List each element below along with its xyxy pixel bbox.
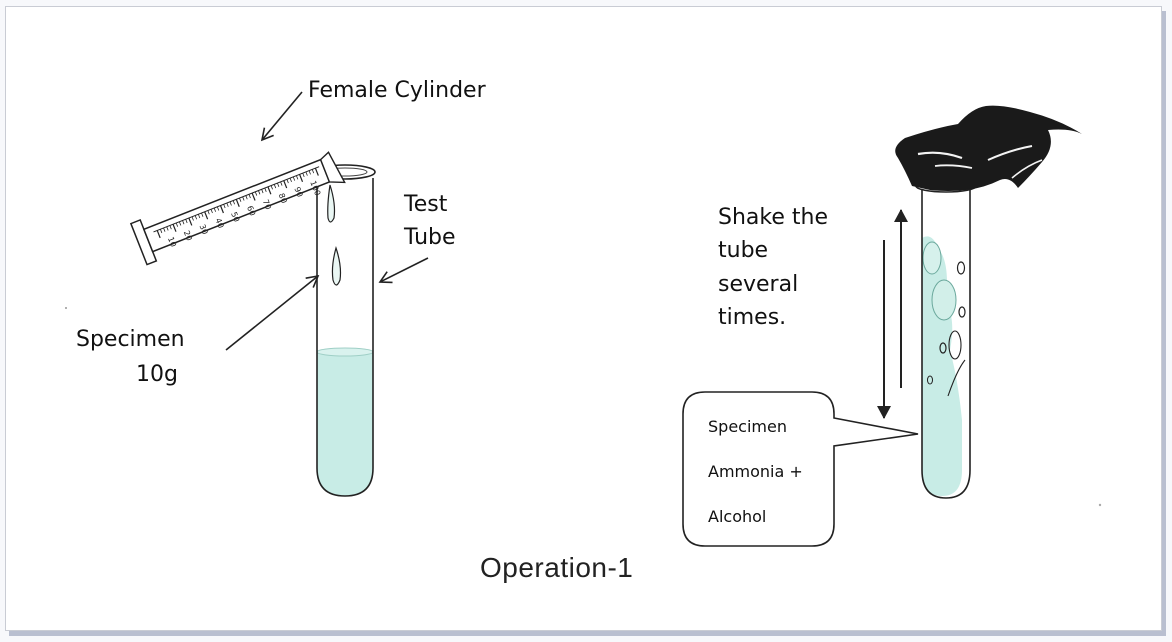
arrow-to-test-tube	[378, 257, 429, 284]
bubble	[948, 330, 962, 360]
cylinder-tick-label: 80	[277, 192, 289, 205]
liquid-drop	[331, 245, 342, 286]
cylinder-tick	[194, 215, 198, 220]
cylinder-tick-label: 70	[261, 198, 273, 211]
cylinder-tick	[207, 210, 210, 215]
cylinder-tick	[292, 176, 296, 181]
cylinder-tick	[289, 177, 292, 182]
cylinder-tick	[254, 191, 258, 196]
cylinder-tick-label: 40	[213, 217, 225, 230]
cylinder-tick-label: 50	[229, 211, 241, 224]
cylinder-tick	[270, 185, 273, 190]
arrow-to-cylinder	[260, 91, 303, 142]
cylinder-tick	[160, 229, 163, 234]
left-test-tube	[314, 164, 376, 497]
cylinder-tick	[210, 209, 213, 214]
test-tube-label-line1: Test	[404, 192, 448, 217]
cylinder-tick	[258, 190, 261, 195]
cylinder-tick	[213, 207, 217, 212]
cylinder-tick	[273, 184, 277, 189]
cylinder-tick	[248, 194, 251, 199]
cylinder-tick-label: 90	[292, 186, 304, 199]
cylinder-tick	[277, 182, 280, 187]
cylinder-tick	[264, 187, 267, 192]
cylinder-tick-label: 10	[166, 236, 178, 249]
bubble	[956, 261, 966, 275]
cylinder-tick	[204, 211, 209, 220]
bubble-line3: Alcohol	[708, 507, 767, 526]
cylinder-tick	[302, 172, 305, 177]
right-tube-liquid	[922, 236, 962, 496]
cylinder-tick	[166, 226, 169, 231]
cylinder-tick-label: 30	[198, 223, 210, 236]
cylinder-tick	[296, 175, 299, 180]
cylinder-tick	[163, 227, 166, 232]
cylinder-tick	[178, 221, 182, 226]
cylinder-tick	[251, 192, 256, 201]
cylinder-tick	[185, 219, 188, 224]
specimen-label-line2: 10g	[136, 362, 178, 387]
left-tube-liquid	[317, 352, 373, 496]
instruction-line4: times.	[718, 305, 787, 330]
bubble-line2: Ammonia +	[708, 462, 803, 481]
test-tube-label-line2: Tube	[404, 225, 456, 250]
cylinder-label: Female Cylinder	[308, 78, 486, 103]
cylinder-tick	[188, 217, 193, 226]
bubble	[927, 375, 933, 385]
cylinder-tick-label: 20	[182, 229, 194, 242]
cylinder-tick	[169, 225, 172, 230]
cylinder-tick	[311, 169, 315, 174]
cylinder-tick	[308, 170, 311, 175]
cylinder-tick	[305, 171, 308, 176]
specimen-label-line1: Specimen	[76, 327, 185, 352]
cylinder-tick	[229, 201, 232, 206]
cylinder-tick	[235, 199, 240, 207]
left-liquid-surface	[316, 347, 374, 357]
cylinder-tick	[197, 214, 201, 219]
bubble	[939, 342, 947, 354]
cylinder-tick	[191, 216, 194, 221]
cylinder-tick	[232, 200, 235, 205]
bubble	[931, 279, 957, 321]
cylinder-tick	[182, 220, 185, 225]
cylinder-tick	[172, 224, 177, 232]
cylinder-tick	[175, 222, 179, 227]
cylinder-tick	[216, 206, 220, 211]
cylinder-tick	[239, 197, 242, 202]
cylinder-tick	[286, 179, 289, 184]
speech-bubble-outline	[682, 391, 919, 547]
cylinder-tick	[156, 230, 161, 239]
bubble-line1: Specimen	[708, 417, 787, 436]
bubble	[958, 306, 966, 318]
cylinder-tick	[299, 174, 304, 183]
cylinder-tick	[267, 186, 272, 195]
cylinder-tick	[223, 204, 226, 209]
cylinder-tick	[280, 181, 283, 186]
cylinder-tick	[314, 167, 319, 176]
bubble	[922, 241, 942, 275]
cylinder-tick-label: 60	[245, 204, 257, 217]
cylinder-tick	[261, 189, 264, 194]
cylinder-tick	[245, 195, 248, 200]
cylinder-tick	[226, 202, 229, 207]
instruction-line1: Shake the	[718, 205, 828, 230]
cylinder-tick	[242, 196, 245, 201]
hand	[895, 105, 1082, 191]
liquid-drop	[327, 184, 336, 223]
instruction-line2: tube	[718, 238, 769, 263]
instruction-line3: several	[718, 272, 799, 297]
right-test-tube	[915, 179, 977, 499]
cylinder-tick	[283, 180, 288, 189]
diagram-caption: Operation-1	[480, 552, 634, 583]
cylinder-tick	[219, 205, 224, 214]
cylinder-tick	[201, 212, 204, 217]
diagram-frame	[5, 6, 1162, 631]
arrow-to-specimen	[225, 274, 320, 351]
